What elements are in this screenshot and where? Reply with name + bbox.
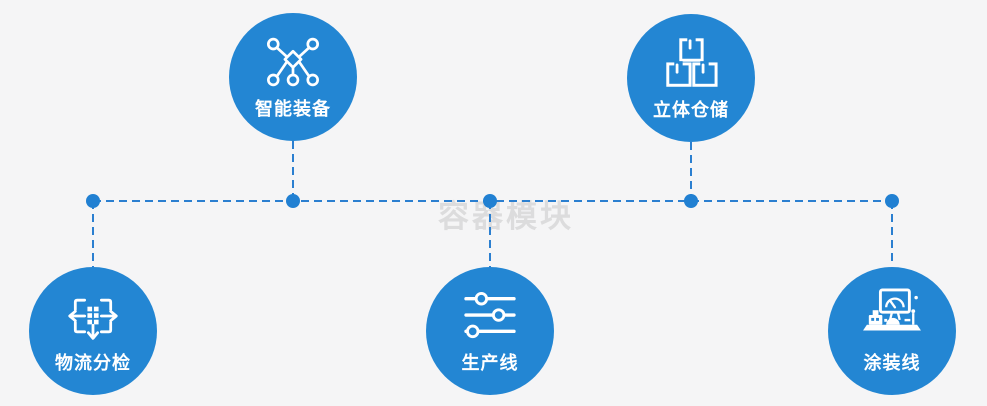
node-label: 生产线: [461, 353, 519, 373]
connector-production-drop: [489, 201, 491, 267]
junction-dot-left: [86, 194, 100, 208]
junction-dot-center: [483, 194, 497, 208]
node-painting-line: 涂装线: [828, 267, 956, 395]
connector-logistics-drop: [92, 201, 94, 267]
node-stereo-warehouse: 立体仓储: [627, 14, 755, 142]
node-label: 物流分检: [55, 353, 131, 373]
node-label: 智能装备: [255, 99, 331, 119]
stacked-boxes-icon: [663, 37, 719, 89]
network-nodes-icon: [264, 36, 322, 88]
connector-painting-drop: [891, 201, 893, 265]
junction-dot-warehouse: [684, 194, 698, 208]
machine-monitor-icon: [857, 288, 927, 342]
connector-smart-equipment-drop: [292, 141, 294, 201]
sorting-arrows-icon: [64, 290, 122, 342]
node-logistics-sorting: 物流分检: [29, 267, 157, 395]
node-smart-equipment: 智能装备: [229, 13, 357, 141]
connector-warehouse-drop: [690, 142, 692, 201]
junction-dot-smart-equipment: [286, 194, 300, 208]
sliders-icon: [462, 290, 518, 342]
node-label: 涂装线: [863, 353, 921, 373]
junction-dot-right: [885, 194, 899, 208]
node-label: 立体仓储: [653, 100, 729, 120]
node-production-line: 生产线: [426, 267, 554, 395]
watermark-text: 容器模块: [438, 199, 574, 234]
